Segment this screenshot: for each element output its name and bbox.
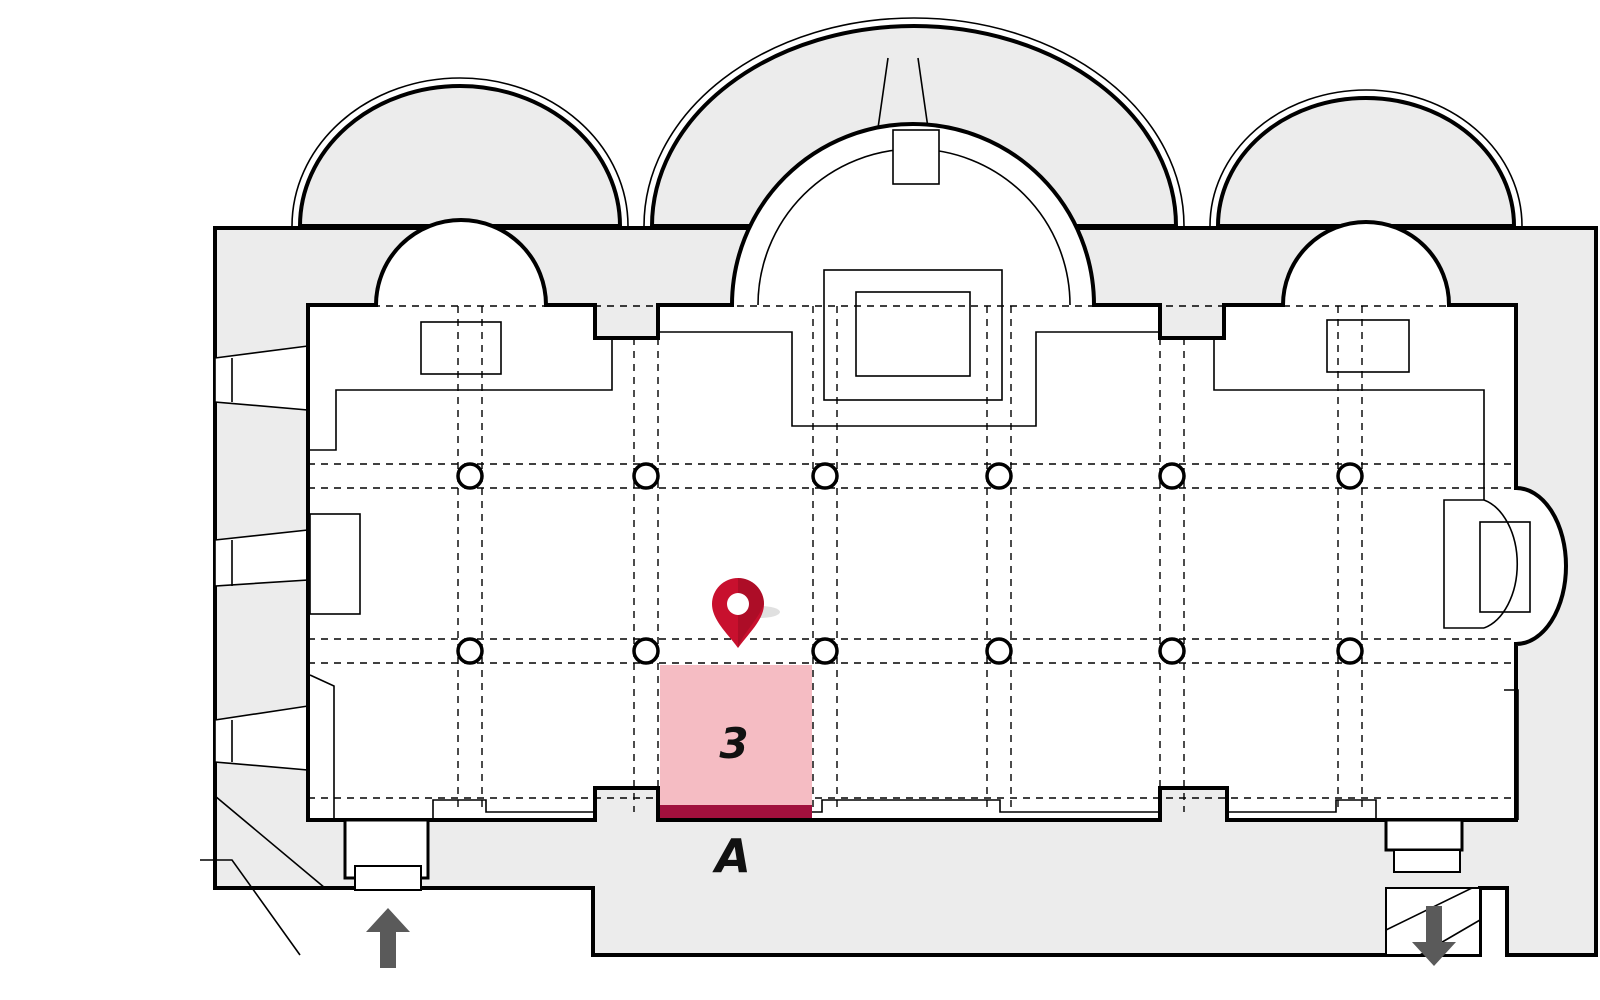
interior-outlines bbox=[308, 269, 1531, 820]
arrow-down-icon bbox=[1412, 906, 1456, 966]
wall-a-highlight[interactable] bbox=[660, 805, 812, 818]
nave-floor bbox=[306, 122, 1568, 822]
entrance-arrow bbox=[343, 818, 430, 968]
left-wall-bays bbox=[200, 345, 326, 956]
vault-grid bbox=[308, 305, 1516, 812]
zone-label: 3 bbox=[719, 719, 748, 768]
apse-left bbox=[291, 77, 629, 228]
apse-right bbox=[1209, 89, 1523, 228]
exit-arrow bbox=[1384, 818, 1481, 966]
arrow-up-icon bbox=[366, 908, 410, 968]
apse-niche bbox=[892, 129, 940, 185]
wall-label: A bbox=[712, 829, 751, 883]
zone-3-highlight[interactable] bbox=[660, 665, 812, 805]
columns bbox=[456, 462, 1364, 665]
map-pin-icon[interactable] bbox=[712, 578, 780, 648]
